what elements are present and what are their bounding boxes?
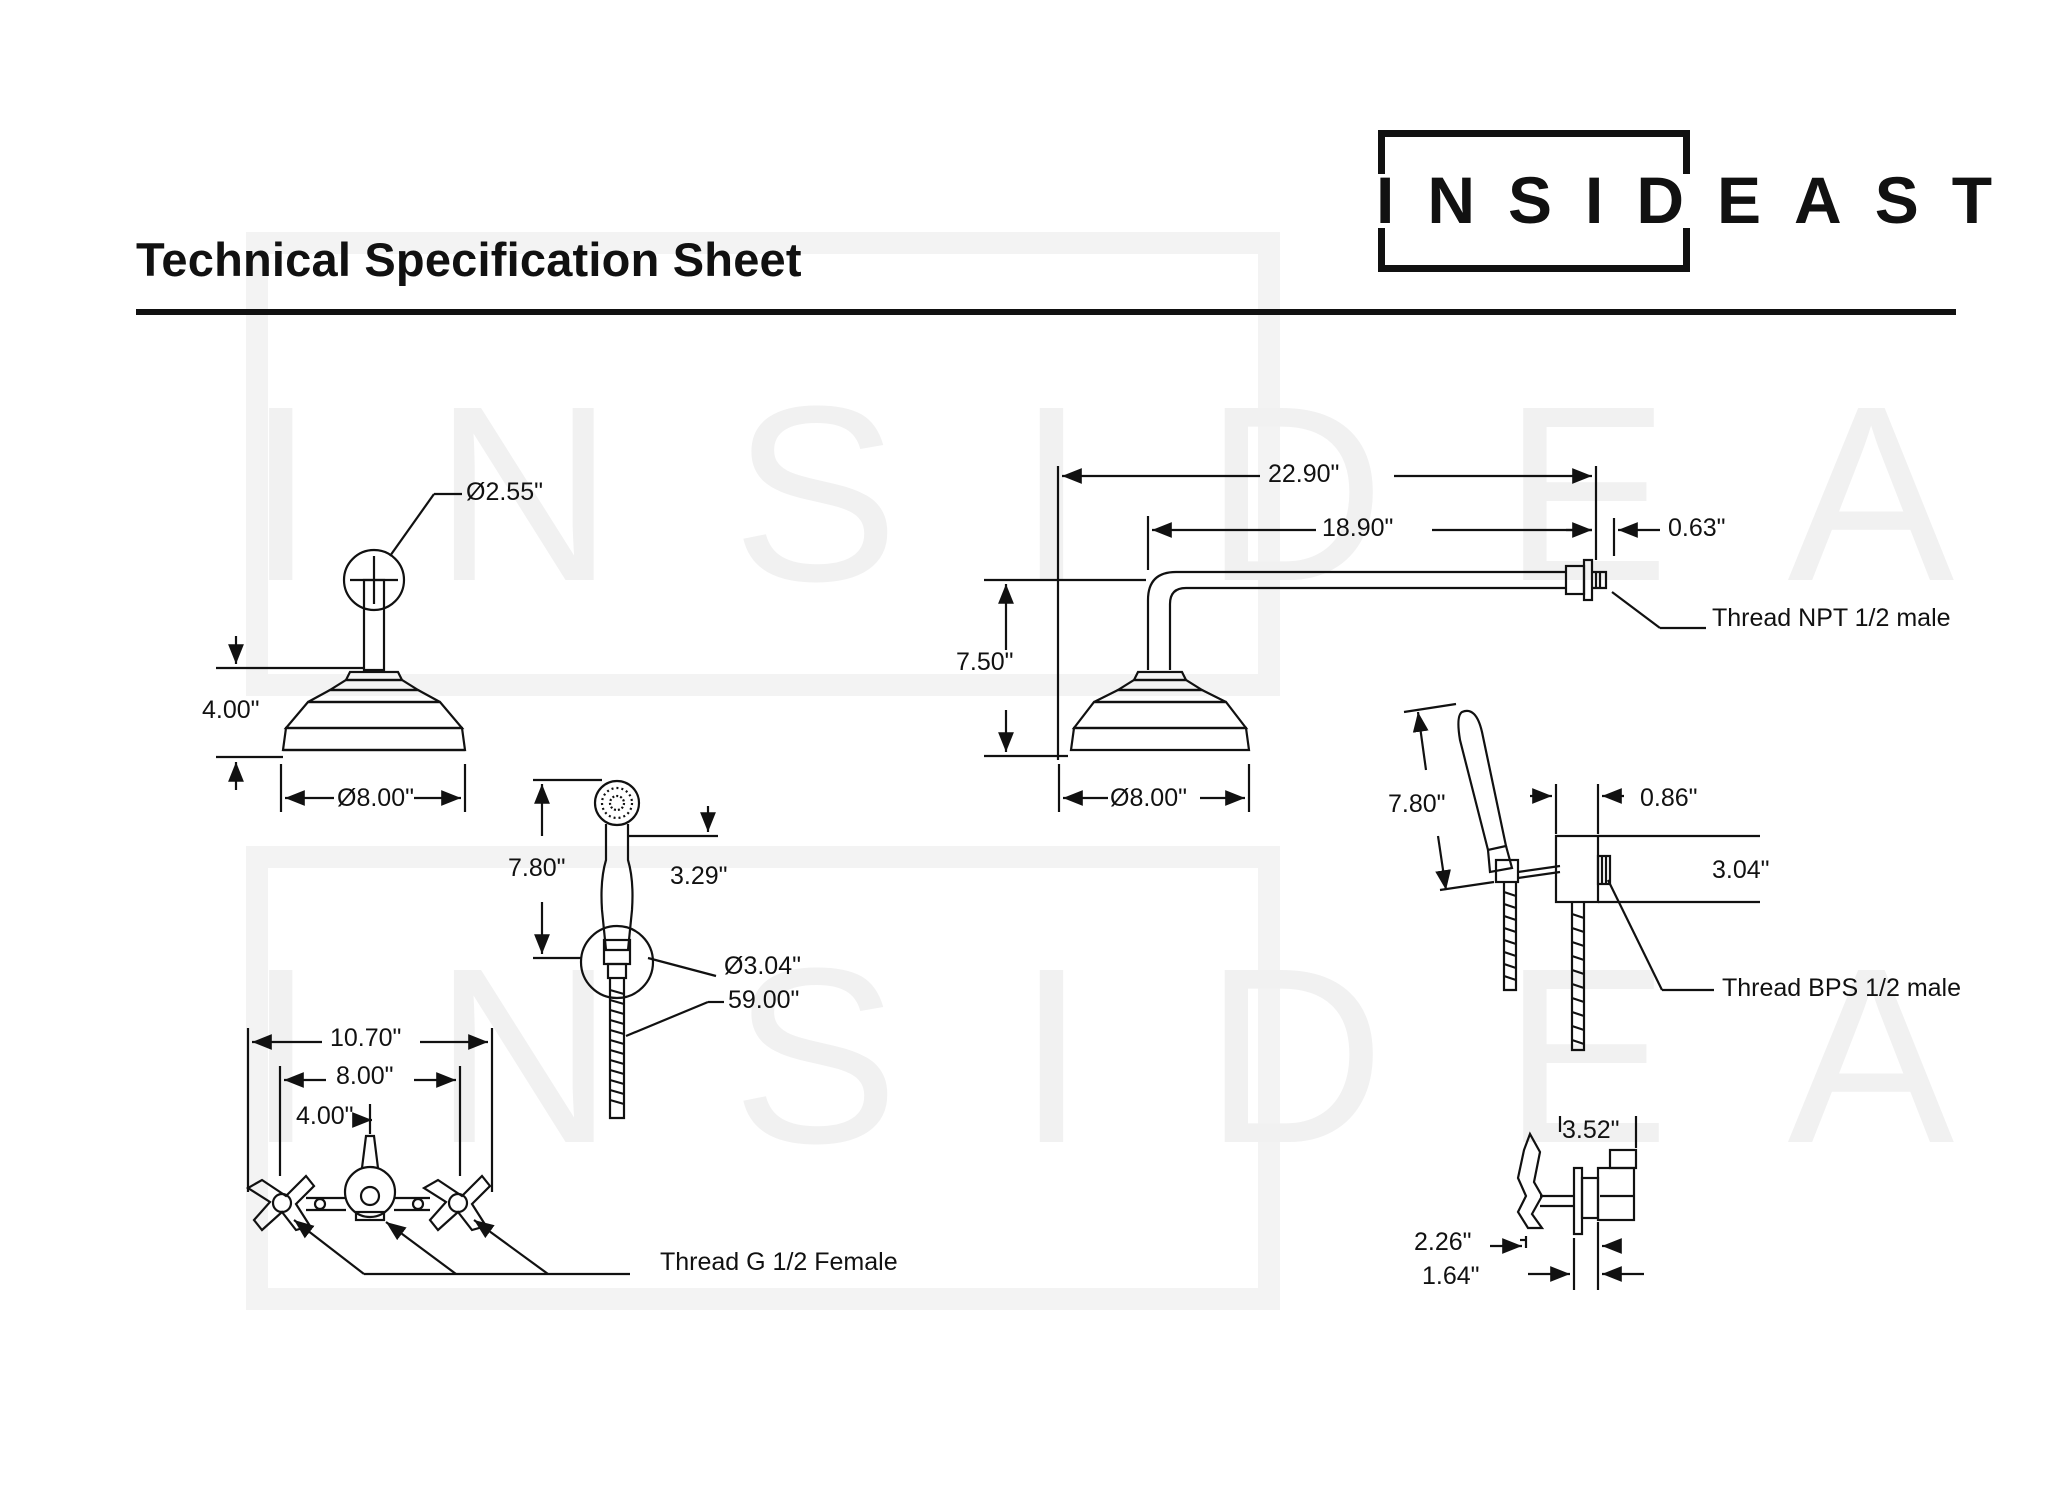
overhead-front-diameter-label: Ø8.00" [337, 784, 414, 812]
arm-reach-label: 18.90" [1322, 514, 1394, 542]
hand-shower-length-label: 7.80" [508, 854, 566, 882]
mixer-spacing-label: 8.00" [336, 1062, 394, 1090]
drop-height-label: 7.50" [956, 648, 1014, 676]
npt-thread-label: Thread NPT 1/2 male [1712, 604, 1951, 632]
arm-total-length-label: 22.90" [1268, 460, 1340, 488]
hand-shower-side-length-label: 7.80" [1388, 790, 1446, 818]
leader-g-mid [385, 1221, 457, 1275]
brand-logo: INSIDEAST [1374, 130, 1992, 272]
mixer-depth-b-label: 1.64" [1422, 1262, 1480, 1290]
watermark-text-bottom: INSIDEAST [246, 916, 2048, 1195]
overhead-side-diameter-label: Ø8.00" [1110, 784, 1187, 812]
leader-g-right [473, 1219, 549, 1275]
leader-bps [1607, 879, 1663, 991]
overhead-shower-front-drawing [281, 548, 467, 752]
leader-npt [1611, 591, 1661, 629]
leader-hose [625, 1000, 709, 1038]
hose-length-label: 59.00" [728, 986, 800, 1014]
outlet-height-label: 3.04" [1712, 856, 1770, 884]
mixer-front-drawing [245, 1134, 492, 1232]
outlet-depth-label: 0.86" [1640, 784, 1698, 812]
leader-g-left [293, 1219, 365, 1275]
flange-diameter-label: Ø2.55" [466, 478, 543, 506]
hand-shower-front-drawing [579, 779, 655, 1120]
g-thread-label: Thread G 1/2 Female [660, 1248, 898, 1276]
page-title: Technical Specification Sheet [136, 233, 802, 286]
flange-depth-label: 0.63" [1668, 514, 1726, 542]
bps-thread-label: Thread BPS 1/2 male [1722, 974, 1962, 1002]
mixer-width-label: 10.70" [330, 1024, 402, 1052]
holder-offset-label: 3.29" [670, 862, 728, 890]
logo-text: INSIDEAST [1376, 163, 2026, 237]
watermark-text-top: INSIDEAST [246, 354, 2048, 633]
holder-diameter-label: Ø3.04" [724, 952, 801, 980]
mixer-half-spacing-label: 4.00" [296, 1102, 354, 1130]
leader-holder [647, 956, 717, 978]
watermark-frame-bottom [246, 846, 1280, 1310]
mixer-projection-label: 3.52" [1562, 1116, 1620, 1144]
overhead-height-label: 4.00" [202, 696, 260, 724]
watermark-frame-top [246, 232, 1280, 696]
mixer-side-drawing [1516, 1131, 1638, 1236]
overhead-shower-side-drawing [1069, 558, 1608, 752]
hand-shower-side-drawing [1457, 709, 1612, 1052]
leader-flange [389, 493, 435, 557]
mixer-depth-a-label: 2.26" [1414, 1228, 1472, 1256]
title-rule [136, 309, 1956, 315]
